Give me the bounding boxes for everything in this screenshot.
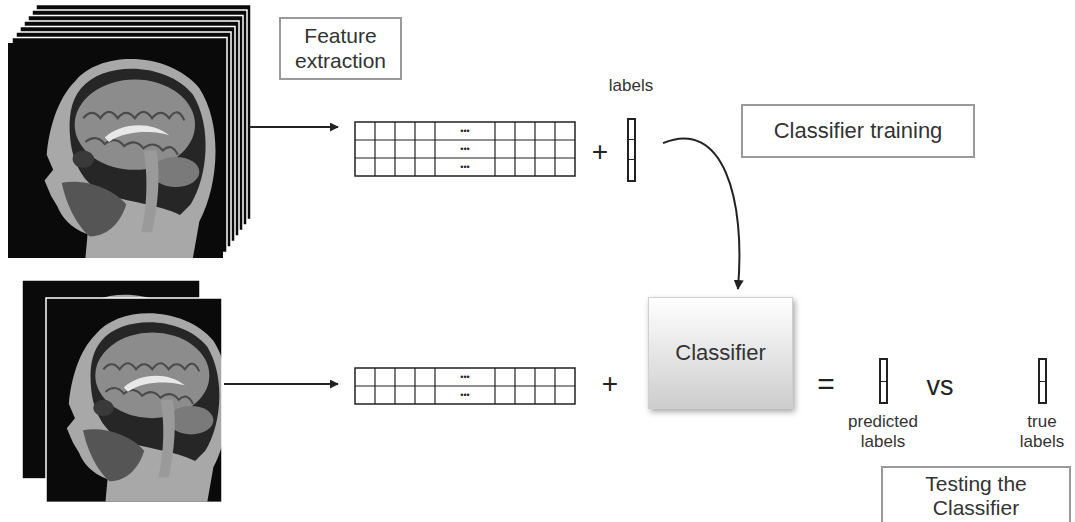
- feature-matrices: [355, 122, 575, 404]
- vector-cell: [629, 140, 634, 160]
- operator-label: =: [817, 369, 835, 399]
- matrix-col-line: [374, 368, 375, 404]
- classifier-box: Classifier: [648, 297, 793, 409]
- matrix-col-line: [494, 368, 495, 404]
- matrix-col-line: [394, 122, 395, 176]
- matrix-col-line: [554, 368, 555, 404]
- ellipsis-mark: •••: [460, 145, 469, 154]
- node-text: Testing the Classifier: [891, 472, 1061, 520]
- vector-cell: [629, 120, 634, 140]
- node-text: Classifier training: [774, 118, 943, 143]
- slice-frame: [46, 298, 222, 522]
- ellipsis-mark: •••: [460, 373, 469, 382]
- vector-bar: [627, 118, 636, 182]
- node-text: labels: [609, 76, 653, 96]
- node-text: true labels: [1013, 412, 1071, 451]
- matrix-col-line: [554, 122, 555, 176]
- vector-cell: [881, 382, 886, 403]
- matrix-col-line: [534, 368, 535, 404]
- mri-slice: [32, 298, 236, 502]
- matrix-col-line: [434, 122, 435, 176]
- matrix-col-line: [514, 122, 515, 176]
- ellipsis-mark: •••: [460, 127, 469, 136]
- matrix-col-line: [414, 122, 415, 176]
- mri-stack-training: [8, 5, 251, 259]
- extraction-arrow: [224, 383, 338, 385]
- matrix-col-line: [534, 122, 535, 176]
- matrix-col-line: [494, 122, 495, 176]
- matrix-col-line: [434, 368, 435, 404]
- matrix-col-line: [514, 368, 515, 404]
- operator-label: vs: [927, 373, 954, 400]
- matrix-row-line: [355, 385, 575, 386]
- vector-bar: [1038, 358, 1047, 404]
- process-box: Testing the Classifier: [881, 466, 1071, 522]
- vector-cell: [1040, 382, 1045, 403]
- matrix-frame: [355, 122, 575, 176]
- mri-stack-testing: [12, 280, 236, 522]
- extraction-arrow: [249, 126, 338, 128]
- node-text: Classifier: [675, 340, 765, 365]
- vector-cell: [629, 160, 634, 179]
- mri-slice: [8, 43, 223, 258]
- matrix-frame: [355, 368, 575, 404]
- matrix-row-line: [355, 157, 575, 158]
- matrix-row-line: [355, 139, 575, 140]
- label-vector: predicted labels: [841, 358, 925, 451]
- vector-bar: [879, 358, 888, 404]
- process-box: Classifier training: [741, 104, 975, 158]
- matrix-col-line: [414, 368, 415, 404]
- vector-cell: [881, 360, 886, 382]
- operator-label: +: [592, 138, 608, 166]
- label-vector: true labels: [1013, 358, 1071, 451]
- matrix-col-line: [394, 368, 395, 404]
- ellipsis-mark: •••: [460, 163, 469, 172]
- matrix-col-line: [374, 122, 375, 176]
- flow-arrow: [663, 139, 739, 289]
- process-box: Feature extraction: [279, 17, 402, 80]
- vector-cell: [1040, 360, 1045, 382]
- node-text: predicted labels: [841, 412, 925, 451]
- operator-label: +: [602, 370, 618, 398]
- ellipsis-mark: •••: [460, 391, 469, 400]
- label-vector: labels: [601, 76, 661, 182]
- node-text: Feature extraction: [289, 24, 392, 72]
